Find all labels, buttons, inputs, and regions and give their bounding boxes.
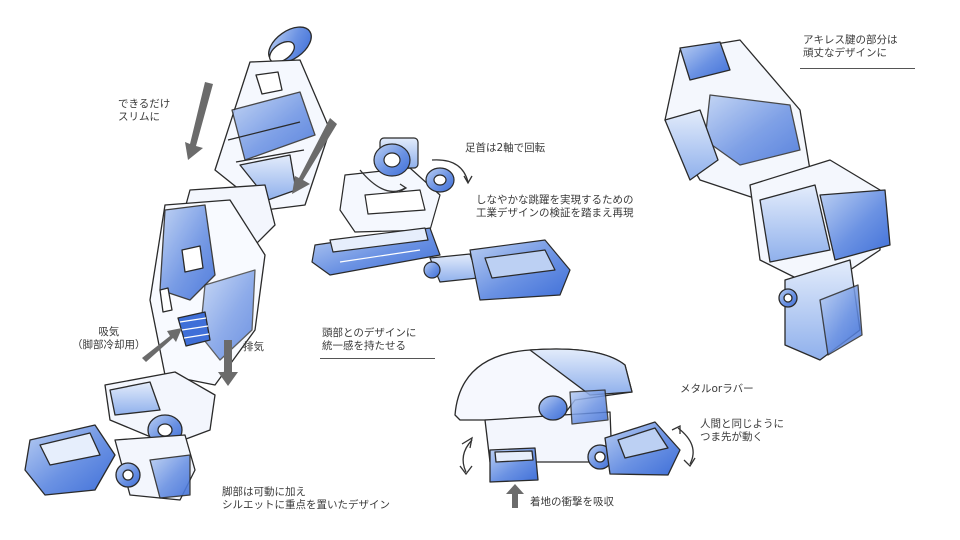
arrow-down-left: [185, 82, 213, 160]
annotation-achilles: アキレス腱の部分は 頑丈なデザインに: [803, 34, 898, 59]
foot-side-sketch: [454, 348, 681, 483]
leader-line-head-unity: [320, 358, 435, 359]
annotation-ankle-axes: 足首は2軸で回転: [465, 142, 546, 154]
achilles-sketch: [664, 39, 891, 361]
arrow-intake: [142, 328, 182, 362]
annotation-head-unity: 頭部とのデザインに 統一感を持たせる: [322, 327, 417, 352]
ankle-rotation-arrows: [359, 159, 473, 193]
arrow-diagonal-right: [292, 118, 337, 194]
annotation-toe-moves: 人間と同じように つま先が動く: [700, 418, 784, 443]
annotation-metal-rubber: メタルorラバー: [680, 383, 754, 395]
annotation-jump-design: しなやかな跳躍を実現するための 工業デザインの検証を踏まえ再現: [476, 194, 634, 219]
annotation-leg-movable: 脚部は可動に加え シルエットに重点を置いたデザイン: [222, 486, 390, 511]
arrow-exhaust: [218, 340, 238, 386]
leader-line-achilles: [800, 68, 915, 69]
leg-sketch: [24, 26, 331, 501]
annotation-shock-absorb: 着地の衝撃を吸収: [530, 496, 614, 508]
arrow-up-shock: [506, 484, 524, 508]
annotation-exhaust: 排気: [243, 341, 264, 353]
leg-direction-arrows: [142, 82, 337, 386]
annotation-intake: 吸気 （脚部冷却用）: [72, 326, 146, 351]
ankle-mechanism-sketch: [311, 137, 571, 301]
foot-motion-arrows: [459, 424, 696, 508]
annotation-slim: できるだけ スリムに: [118, 98, 171, 123]
